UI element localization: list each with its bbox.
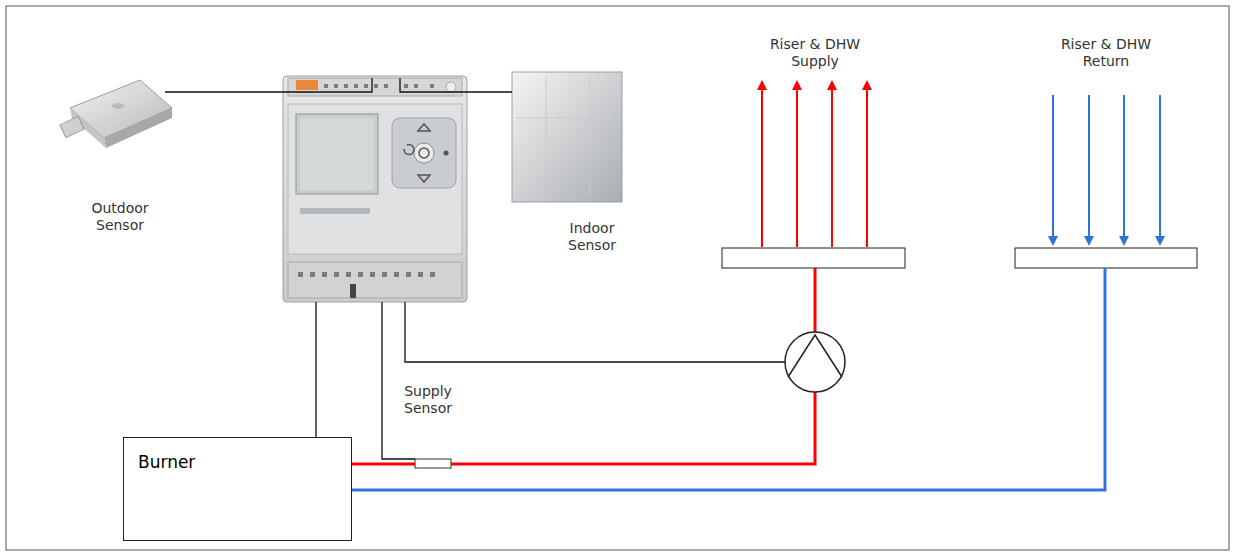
outdoor-sensor <box>60 80 172 148</box>
indoor-sensor <box>512 72 622 202</box>
part-label: Supply Sensor <box>395 383 461 417</box>
supply-pipe <box>350 268 815 464</box>
return-header <box>1015 248 1197 268</box>
controller <box>283 76 467 302</box>
burner-box: Burner <box>123 437 352 541</box>
node-title: Burner <box>124 438 351 472</box>
part-label: Riser & DHW Return <box>1046 36 1166 70</box>
part-label: Outdoor Sensor <box>80 200 160 234</box>
part-label: Riser & DHW Supply <box>755 36 875 70</box>
part-label: Indoor Sensor <box>557 220 627 254</box>
supply-sensor <box>415 459 451 468</box>
supply-arrow <box>762 85 867 247</box>
control-wire <box>165 78 785 459</box>
pump-symbol <box>785 332 845 392</box>
supply-header <box>722 248 905 268</box>
return-pipe <box>350 268 1105 490</box>
frame <box>6 6 1229 550</box>
return-arrow <box>1053 95 1160 241</box>
